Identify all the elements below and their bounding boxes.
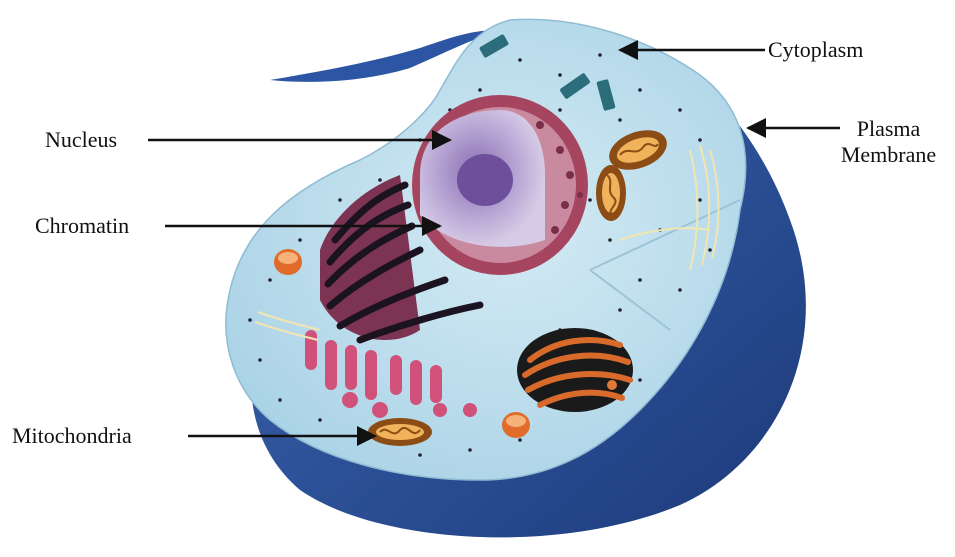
nucleus-label: Nucleus xyxy=(45,127,117,153)
plasma-membrane-label-line1: Plasma xyxy=(826,116,951,142)
mitochondrion-3 xyxy=(368,418,432,446)
golgi-apparatus xyxy=(517,328,633,412)
mitochondria-label: Mitochondria xyxy=(12,423,132,449)
plasma-membrane-label: Plasma Membrane xyxy=(826,116,951,168)
cytoplasm-label: Cytoplasm xyxy=(768,37,863,63)
chromatin-label: Chromatin xyxy=(35,213,129,239)
plasma-membrane-label-line2: Membrane xyxy=(826,142,951,168)
nucleus xyxy=(412,95,588,275)
mitochondrion-2 xyxy=(596,165,626,221)
